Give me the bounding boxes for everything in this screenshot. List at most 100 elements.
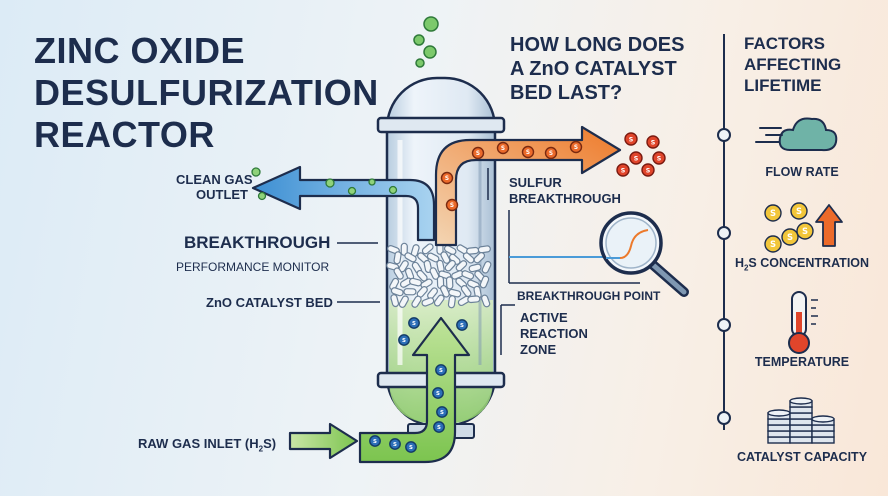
svg-text:S: S (439, 368, 443, 374)
sulfur-particle: S (569, 140, 583, 154)
coin (811, 436, 835, 444)
sulfur-particle: S (405, 441, 417, 453)
factor-h2s-text: H (734, 256, 744, 270)
svg-text:S: S (634, 155, 639, 162)
clean-gas-arrow (251, 165, 436, 242)
coin (767, 424, 791, 432)
catalyst-pellet (477, 245, 491, 254)
sulfur-breakthrough-label: SULFUR BREAKTHROUGH (509, 175, 621, 207)
coin-top (789, 397, 813, 405)
svg-text:S: S (802, 226, 808, 236)
sulfur-particle: S (433, 421, 445, 433)
catalyst-pellet (393, 267, 404, 280)
sulfur-particle: S (440, 171, 454, 185)
coin (767, 430, 791, 438)
catalyst-pellet (433, 294, 445, 307)
leader-lines (337, 168, 515, 355)
svg-text:S: S (629, 136, 634, 143)
clean-gas-line: OUTLET (196, 187, 248, 202)
svg-text:S: S (549, 151, 553, 157)
coin (767, 418, 791, 426)
coin (789, 418, 813, 426)
catalyst-pellet (400, 242, 408, 256)
coin (789, 424, 813, 432)
question-heading: HOW LONG DOES A ZnO CATALYST BED LAST? (510, 33, 684, 105)
coin (789, 436, 813, 444)
gas-bubbles (413, 16, 439, 68)
breakthrough-point-label: BREAKTHROUGH POINT (517, 289, 661, 303)
sulfur-particle: S (629, 151, 643, 165)
title-line: DESULFURIZATION (34, 72, 379, 113)
factor-temperature: TEMPERATURE (754, 355, 850, 369)
sulfur-particle: S (456, 319, 468, 331)
thermometer-icon (788, 291, 818, 354)
svg-text:S: S (436, 391, 440, 397)
catalyst-pellet (403, 288, 417, 296)
svg-text:S: S (402, 338, 406, 344)
catalyst-pellet (481, 260, 492, 274)
sulfur-particle: S (521, 145, 535, 159)
catalyst-pellet (421, 297, 435, 307)
svg-text:S: S (437, 425, 441, 431)
sulfur-coin: S (796, 222, 814, 240)
page-title: ZINC OXIDE DESULFURIZATION REACTOR (34, 30, 379, 156)
svg-text:S: S (450, 203, 454, 209)
active-zone-label: ACTIVE REACTION ZONE (520, 310, 588, 358)
sulfur-particle: S (436, 406, 448, 418)
factor-h2s-subscript: 2 (743, 263, 749, 273)
svg-text:S: S (657, 155, 662, 162)
catalyst-pellet (445, 276, 454, 290)
sulfur-particle: S (496, 141, 510, 155)
svg-text:S: S (412, 321, 416, 327)
coin-top (767, 409, 791, 417)
catalyst-pellets (386, 241, 492, 309)
factor-flow-rate: FLOW RATE (765, 165, 839, 179)
sulfur-particles-inlet: S S S S S S S S S S (369, 317, 468, 453)
svg-text:S: S (409, 445, 413, 451)
svg-text:S: S (770, 239, 776, 249)
catalyst-pellet (467, 295, 481, 304)
coin (811, 424, 835, 432)
catalyst-pellet (411, 295, 422, 308)
catalyst-pellet (390, 287, 404, 297)
breakthrough-label: BREAKTHROUGH (184, 233, 331, 252)
catalyst-pellet (462, 252, 475, 264)
svg-text:S: S (373, 439, 377, 445)
sulfur-particle: S (624, 132, 638, 146)
sulfur-particle: S (641, 163, 655, 177)
factor-h2s-text: S (748, 256, 757, 270)
active-zone-line: REACTION (520, 326, 588, 341)
coin (789, 406, 813, 414)
factor-timeline (717, 34, 731, 430)
catalyst-pellet (440, 285, 450, 298)
catalyst-pellet (390, 294, 400, 308)
svg-text:S: S (445, 176, 449, 182)
sulfur-particle: S (445, 198, 459, 212)
sulfur-particle: S (389, 438, 401, 450)
sulfur-particle: S (652, 151, 666, 165)
catalyst-pellet (398, 295, 409, 308)
svg-text:S: S (476, 151, 480, 157)
coin-stacks-icon (767, 397, 835, 444)
svg-text:S: S (526, 150, 530, 156)
svg-text:S: S (501, 146, 505, 152)
sulfur-coin: S (764, 204, 782, 222)
catalyst-pellet (468, 263, 482, 273)
sulfur-coin: S (764, 235, 782, 253)
sulfur-line: BREAKTHROUGH (509, 191, 621, 206)
coin (789, 430, 813, 438)
catalyst-pellet (404, 252, 417, 263)
factor-h2s: H2S CONCENTRATION (732, 256, 872, 273)
question-line: A ZnO CATALYST (510, 58, 677, 80)
factor-catalyst-capacity: CATALYST CAPACITY (736, 450, 868, 464)
catalyst-pellet (481, 294, 491, 308)
svg-text:S: S (796, 206, 802, 216)
svg-text:S: S (770, 208, 776, 218)
sulfur-particle: S (471, 146, 485, 160)
breakthrough-curve-chart (508, 210, 640, 284)
coin (789, 412, 813, 420)
active-zone-line: ZONE (520, 342, 557, 357)
zno-bed-label: ZnO CATALYST BED (206, 295, 333, 310)
